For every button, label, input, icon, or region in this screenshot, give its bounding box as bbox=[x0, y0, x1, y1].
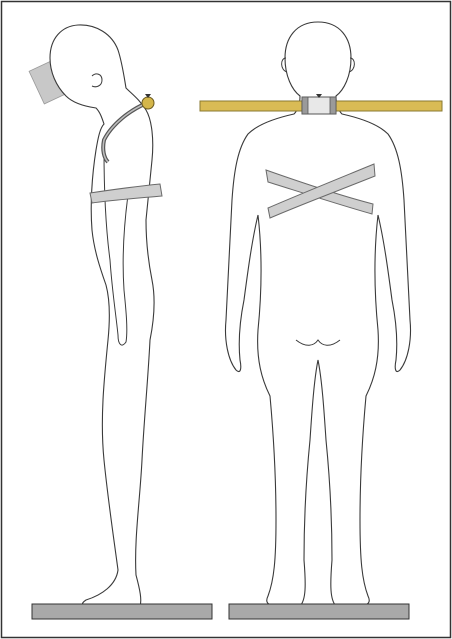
side-view-platform bbox=[32, 604, 212, 619]
neck-clip-left-tab bbox=[302, 97, 308, 114]
neck-clip-right-tab bbox=[330, 97, 336, 114]
back-view-platform bbox=[229, 604, 409, 619]
side-neck-sensor bbox=[142, 97, 154, 109]
